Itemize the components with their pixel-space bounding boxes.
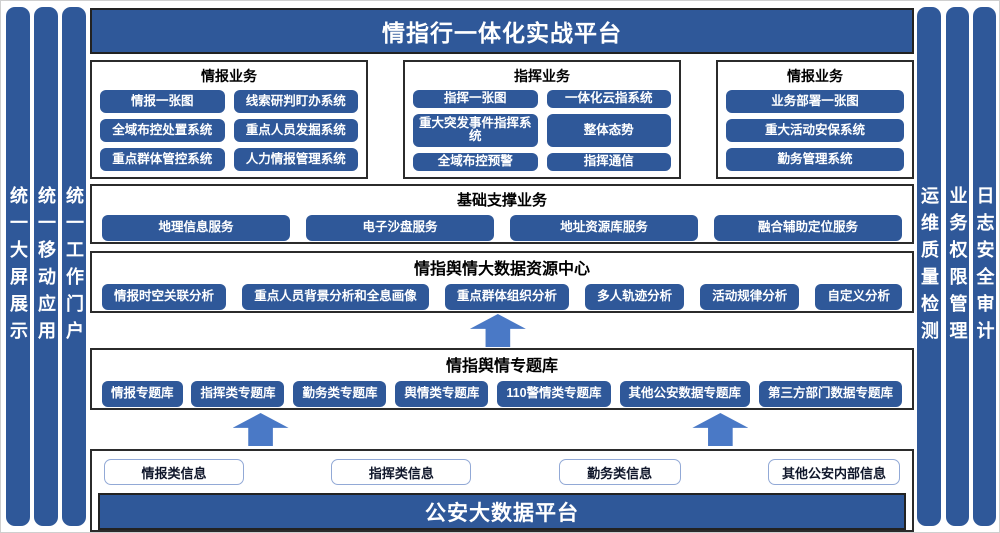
topic-pill: 指挥类专题库	[191, 381, 285, 407]
right-bar-label: 运维质量检测	[919, 185, 939, 348]
up-arrow-icon	[692, 413, 749, 446]
system-pill: 线索研判盯办系统	[233, 90, 358, 113]
service-pill: 电子沙盘服务	[306, 215, 494, 241]
analysis-pill: 多人轨迹分析	[585, 284, 685, 310]
system-pill: 重点群体管控系统	[100, 148, 225, 171]
intel-business-box: 情报业务 情报一张图 线索研判盯办系统 全域布控处置系统 重点人员发掘系统 重点…	[90, 60, 368, 179]
platform-title-banner: 情指行一体化实战平台	[90, 8, 914, 54]
topic-pill: 情报专题库	[102, 381, 183, 407]
analysis-pill: 重点人员背景分析和全息画像	[242, 284, 429, 310]
data-platform-box: 情报类信息 指挥类信息 勤务类信息 其他公安内部信息 公安大数据平台	[90, 449, 914, 532]
system-pill: 重大突发事件指挥系统	[413, 114, 538, 147]
system-pill: 指挥通信	[546, 152, 671, 171]
system-pill: 情报一张图	[100, 90, 225, 113]
right-bar-permission-mgmt: 业务权限管理	[946, 7, 969, 526]
intel-business-grid: 情报一张图 线索研判盯办系统 全域布控处置系统 重点人员发掘系统 重点群体管控系…	[100, 90, 358, 171]
left-bar-unified-bigscreen: 统一大屏展示	[6, 7, 30, 526]
system-pill: 全域布控预警	[413, 152, 538, 171]
box-title: 情指舆情大数据资源中心	[413, 261, 590, 278]
left-bar-label: 统一移动应用	[36, 185, 56, 348]
service-pill: 地址资源库服务	[510, 215, 698, 241]
bigdata-platform-title: 公安大数据平台	[425, 501, 579, 525]
box-title: 指挥业务	[514, 68, 570, 84]
right-bar-log-audit: 日志安全审计	[973, 7, 996, 526]
platform-title: 情指行一体化实战平台	[382, 20, 622, 46]
arrow-zone-bottom	[90, 410, 914, 447]
data-source-pill: 指挥类信息	[331, 459, 472, 485]
topic-pill: 其他公安数据专题库	[619, 381, 751, 407]
resource-center-box: 情指舆情大数据资源中心 情报时空关联分析 重点人员背景分析和全息画像 重点群体组…	[90, 251, 914, 313]
system-pill: 人力情报管理系统	[233, 148, 358, 171]
box-title: 情指舆情专题库	[445, 358, 558, 375]
topic-library-box: 情指舆情专题库 情报专题库 指挥类专题库 勤务类专题库 舆情类专题库 110警情…	[90, 348, 914, 410]
right-bar-ops-quality: 运维质量检测	[917, 7, 941, 526]
topic-pill: 勤务类专题库	[293, 381, 387, 407]
left-bar-unified-portal: 统一工作门户	[62, 7, 86, 526]
support-services-box: 基础支撑业务 地理信息服务 电子沙盘服务 地址资源库服务 融合辅助定位服务	[90, 184, 914, 244]
data-sources-row: 情报类信息 指挥类信息 勤务类信息 其他公安内部信息	[92, 459, 912, 485]
analysis-row: 情报时空关联分析 重点人员背景分析和全息画像 重点群体组织分析 多人轨迹分析 活…	[102, 284, 902, 310]
bigdata-platform-banner: 公安大数据平台	[98, 493, 906, 530]
system-pill: 一体化云指系统	[546, 90, 671, 109]
command-business-box: 指挥业务 指挥一张图 一体化云指系统 重大突发事件指挥系统 整体态势 全域布控预…	[403, 60, 681, 179]
topic-pill: 舆情类专题库	[395, 381, 489, 407]
analysis-pill: 活动规律分析	[700, 284, 800, 310]
topic-pill: 第三方部门数据专题库	[758, 381, 902, 407]
box-title: 基础支撑业务	[456, 192, 547, 209]
business-layer: 情报业务 情报一张图 线索研判盯办系统 全域布控处置系统 重点人员发掘系统 重点…	[90, 60, 914, 179]
system-pill: 全域布控处置系统	[100, 119, 225, 142]
system-pill: 勤务管理系统	[726, 148, 904, 171]
topic-pill: 110警情类专题库	[497, 381, 611, 407]
left-bar-unified-mobile: 统一移动应用	[34, 7, 58, 526]
left-bar-label: 统一工作门户	[64, 185, 84, 348]
support-services-row: 地理信息服务 电子沙盘服务 地址资源库服务 融合辅助定位服务	[102, 215, 902, 241]
box-title: 情报业务	[201, 68, 257, 84]
analysis-pill: 重点群体组织分析	[444, 284, 569, 310]
data-source-pill: 勤务类信息	[558, 459, 681, 485]
right-bar-label: 日志安全审计	[974, 185, 995, 348]
up-arrow-icon	[232, 413, 289, 446]
analysis-pill: 情报时空关联分析	[102, 284, 227, 310]
system-pill: 整体态势	[546, 114, 671, 147]
up-arrow-icon	[469, 314, 526, 347]
service-pill: 地理信息服务	[102, 215, 290, 241]
box-title: 情报业务	[787, 68, 843, 84]
service-pill: 融合辅助定位服务	[714, 215, 902, 241]
data-source-pill: 其他公安内部信息	[767, 459, 900, 485]
command-business-grid: 指挥一张图 一体化云指系统 重大突发事件指挥系统 整体态势 全域布控预警 指挥通…	[413, 90, 671, 171]
topic-row: 情报专题库 指挥类专题库 勤务类专题库 舆情类专题库 110警情类专题库 其他公…	[102, 381, 902, 407]
analysis-pill: 自定义分析	[815, 284, 902, 310]
intel-business-grid-2: 业务部署一张图 重大活动安保系统 勤务管理系统	[726, 90, 904, 171]
left-bar-label: 统一大屏展示	[8, 185, 28, 348]
arrow-zone-mid	[90, 313, 914, 348]
system-pill: 重点人员发掘系统	[233, 119, 358, 142]
system-pill: 重大活动安保系统	[726, 119, 904, 142]
right-bar-label: 业务权限管理	[947, 185, 968, 348]
data-source-pill: 情报类信息	[104, 459, 244, 485]
system-pill: 业务部署一张图	[726, 90, 904, 113]
intel-business-box-2: 情报业务 业务部署一张图 重大活动安保系统 勤务管理系统	[716, 60, 914, 179]
system-pill: 指挥一张图	[413, 90, 538, 109]
main-column: 情指行一体化实战平台 情报业务 情报一张图 线索研判盯办系统 全域布控处置系统 …	[90, 8, 914, 532]
